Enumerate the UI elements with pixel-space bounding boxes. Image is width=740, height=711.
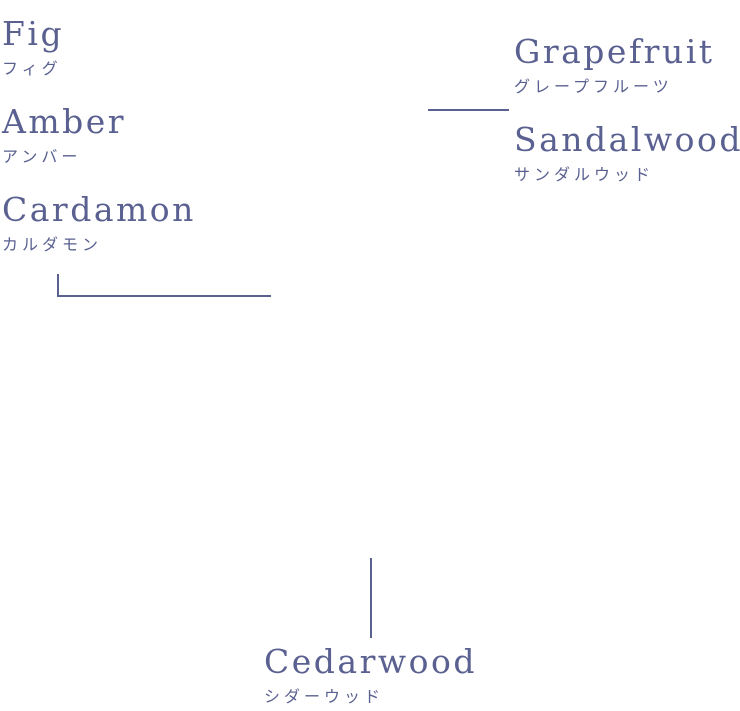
note-cedarwood: Cedarwood シダーウッド: [264, 642, 477, 708]
note-sandalwood-japanese: サンダルウッド: [514, 165, 655, 184]
note-sandalwood-english: Sandalwood: [514, 120, 740, 159]
note-cardamon: Cardamon カルダモン: [2, 190, 196, 256]
note-grapefruit-english: Grapefruit: [514, 32, 715, 71]
note-cedarwood-english: Cedarwood: [264, 642, 477, 681]
connector-cardamon-line: [57, 274, 271, 297]
note-sandalwood: Sandalwood サンダルウッド: [514, 120, 740, 186]
note-amber: Amber アンバー: [2, 102, 126, 168]
note-fig-english: Fig: [2, 14, 65, 53]
note-fig: Fig フィグ: [2, 14, 64, 80]
note-cedarwood-japanese: シダーウッド: [264, 687, 385, 706]
note-amber-english: Amber: [2, 102, 127, 141]
note-cardamon-english: Cardamon: [2, 190, 196, 229]
note-fig-japanese: フィグ: [2, 59, 62, 78]
note-amber-japanese: アンバー: [2, 147, 82, 166]
note-grapefruit-japanese: グレープフルーツ: [514, 77, 673, 96]
note-grapefruit: Grapefruit グレープフルーツ: [514, 32, 715, 98]
note-cardamon-japanese: カルダモン: [2, 235, 103, 254]
